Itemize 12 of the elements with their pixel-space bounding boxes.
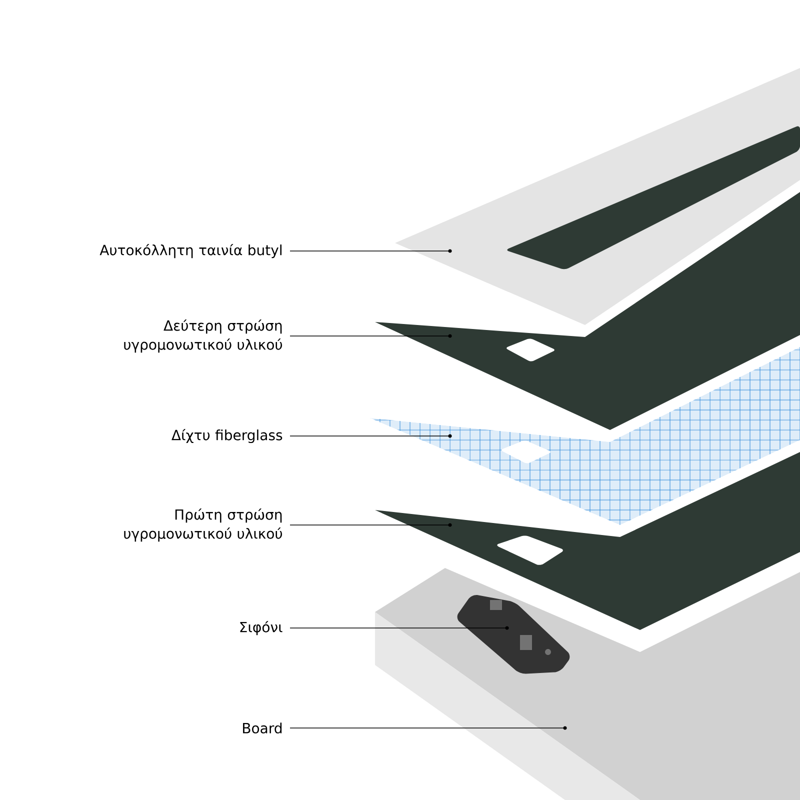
layer-label: Δεύτερη στρώση υγρομονωτικού υλικού xyxy=(124,319,282,353)
board-drawing xyxy=(375,568,800,800)
layer-label: Πρώτη στρώση υγρομονωτικού υλικού xyxy=(124,508,282,542)
layer-label: Σιφόνι xyxy=(240,620,282,636)
layer-label: Board xyxy=(243,722,282,734)
layer-label: Δίχτυ fiberglass xyxy=(172,428,282,444)
leader-line xyxy=(290,250,450,252)
drain-drawing xyxy=(457,594,570,674)
layer-label: Αυτοκόλλητη ταινία butyl xyxy=(100,244,282,258)
sheet-drawing xyxy=(375,192,800,430)
leader-line xyxy=(290,524,450,526)
tape-drawing xyxy=(395,68,800,325)
